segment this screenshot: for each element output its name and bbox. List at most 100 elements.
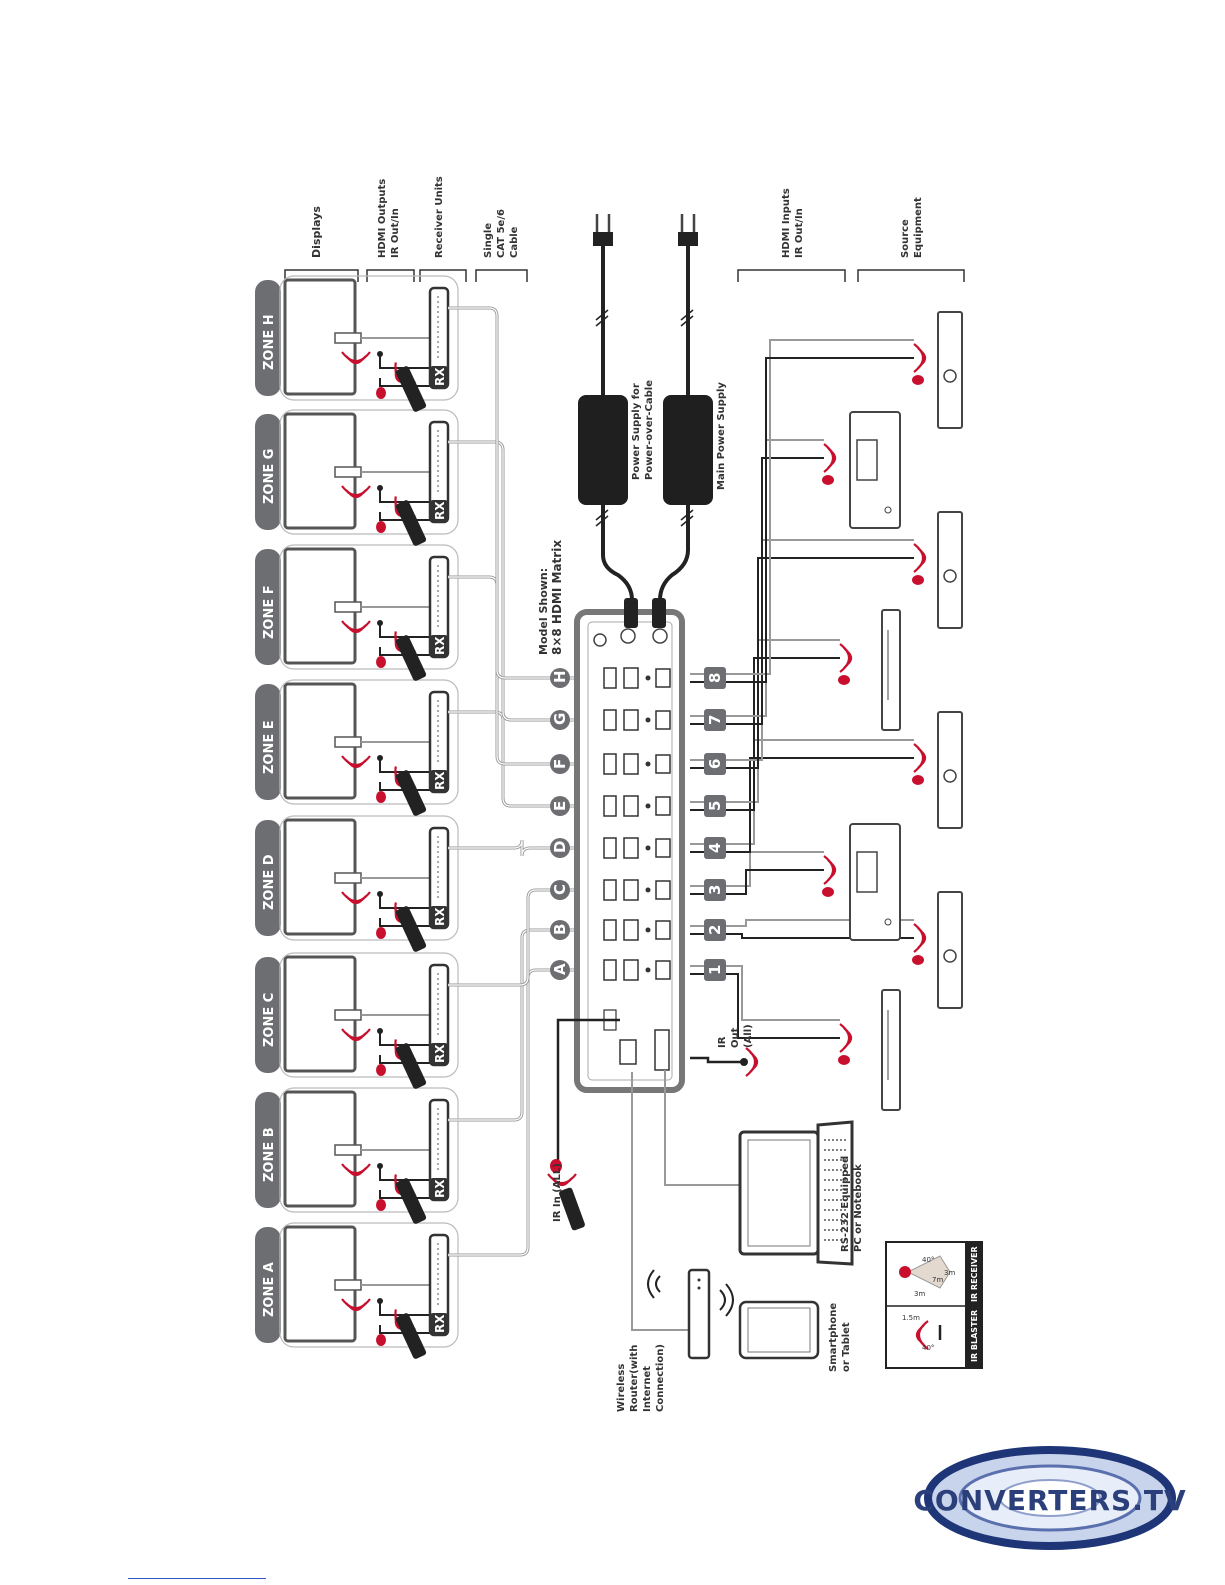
rx-label: RX xyxy=(433,367,447,386)
rx-label: RX xyxy=(433,1044,447,1063)
power-supply-poc xyxy=(578,214,634,601)
ir-blaster-legend-label: IR BLASTER xyxy=(970,1310,979,1362)
output-port-label: G xyxy=(551,713,569,725)
hdmi-port xyxy=(623,709,639,731)
ir-receiver-icon xyxy=(838,675,850,685)
output-port-label: B xyxy=(551,924,569,935)
cables-layer xyxy=(448,306,914,1257)
hdmi-outputs-label-1: HDMI Outputs xyxy=(377,179,388,258)
router-label-2: Router(with xyxy=(629,1345,640,1412)
input-port-label: 2 xyxy=(706,925,724,935)
receiver-distance-1: 3m xyxy=(944,1269,955,1277)
plug-icon xyxy=(624,598,638,628)
rj45-port xyxy=(603,795,617,817)
hdmi-port xyxy=(623,879,639,901)
rx-label: RX xyxy=(433,1314,447,1333)
ir-receiver-icon xyxy=(838,1055,850,1065)
phone-label-1: Smartphone xyxy=(828,1303,839,1372)
input-port-label: 3 xyxy=(706,885,724,895)
ir-receiver-icon xyxy=(376,927,386,939)
footer-link-underline xyxy=(128,1578,266,1579)
ir-receiver-icon xyxy=(822,475,834,485)
zone-label: ZONE C xyxy=(262,993,277,1047)
input-port-badge xyxy=(704,879,726,901)
ir-signal-icon xyxy=(822,442,837,474)
power-supply-main xyxy=(658,214,713,601)
cable-label-1: Single xyxy=(483,223,494,258)
plug-icon xyxy=(652,598,666,628)
source-device-icon xyxy=(937,711,963,829)
zone-label: ZONE F xyxy=(262,585,277,639)
remote-control-icon xyxy=(559,1187,585,1231)
power-adapter-icon xyxy=(578,395,628,505)
zone-d: ZONE DRX xyxy=(255,815,459,952)
input-port-badge xyxy=(704,919,726,941)
zone-c: ZONE C RX xyxy=(255,952,459,1089)
output-port-badge xyxy=(550,838,570,858)
phone-label-2: or Tablet xyxy=(841,1322,852,1372)
input-port-badge xyxy=(704,837,726,859)
matrix-ports xyxy=(603,667,671,981)
router-label-3: Internet xyxy=(642,1366,653,1412)
output-port-label: D xyxy=(551,841,569,853)
remote-control-icon xyxy=(395,1043,427,1089)
input-port-label: 7 xyxy=(706,715,724,725)
ir-receiver-icon xyxy=(550,1159,562,1173)
blaster-distance: 1.5m xyxy=(902,1314,920,1322)
rj45-port xyxy=(603,959,617,981)
ir-signal-icon xyxy=(838,642,853,674)
input-port-label: 6 xyxy=(706,759,724,769)
ir-receiver-icon xyxy=(912,375,924,385)
rx-label: RX xyxy=(433,771,447,790)
ir-signal-icon xyxy=(912,342,927,374)
rj45-port xyxy=(603,709,617,731)
source-device-icon xyxy=(937,511,963,629)
zone-label: ZONE H xyxy=(262,314,277,370)
model-name-label: 8×8 HDMI Matrix xyxy=(550,540,564,655)
input-port-badge xyxy=(704,667,726,689)
ir-receiver-icon xyxy=(376,656,386,668)
ir-legend: IR RECEIVER IR BLASTER 40° 3m 7m 3m 1.5m… xyxy=(885,1241,983,1369)
logo-text: CONVERTERS.TV xyxy=(913,1484,1187,1517)
output-port-badge xyxy=(550,880,570,900)
matrix-unit xyxy=(574,609,685,1093)
remote-control-icon xyxy=(395,366,427,412)
displays-label: Displays xyxy=(310,206,323,258)
zone-label: ZONE B xyxy=(262,1127,277,1182)
hdmi-port xyxy=(623,667,639,689)
source-device-icon xyxy=(849,411,901,529)
ir-out-label-1: IR xyxy=(717,1036,728,1048)
hdmi-outputs-label-2: IR Out/In xyxy=(390,208,401,258)
laptop-icon xyxy=(738,1120,854,1266)
zone-f: ZONE FRX xyxy=(255,544,459,681)
model-shown-label: Model Shown: xyxy=(537,568,550,655)
cable-label-3: Cable xyxy=(509,226,520,258)
zone-a: ZONE ARX xyxy=(255,1222,459,1359)
ir-receiver-icon xyxy=(376,1334,386,1346)
ir-receiver-legend-label: IR RECEIVER xyxy=(970,1246,979,1302)
blaster-angle: 40° xyxy=(922,1344,934,1352)
output-port-label: F xyxy=(551,759,569,769)
hdmi-inputs-label-2: IR Out/In xyxy=(794,208,805,258)
source-device-icon xyxy=(849,823,901,941)
rx-label: RX xyxy=(433,1179,447,1198)
main-psu-label: Main Power Supply xyxy=(716,382,727,490)
ir-signal-icon xyxy=(912,542,927,574)
input-port-label: 8 xyxy=(706,673,724,683)
power-adapter-icon xyxy=(663,395,713,505)
ir-signal-icon xyxy=(822,854,837,886)
source-label-1: Source xyxy=(900,219,911,258)
router-label-4: Connection) xyxy=(655,1344,666,1412)
hdmi-port xyxy=(623,837,639,859)
sources-layer xyxy=(822,311,963,1111)
ir-out-label-3: (All) xyxy=(743,1024,754,1048)
ir-receiver-icon xyxy=(376,1199,386,1211)
pc-label-1: RS-232 Equipped xyxy=(840,1156,851,1252)
cable-label-2: CAT 5e/6 xyxy=(496,209,507,258)
hdmi-port xyxy=(623,795,639,817)
output-port-label: A xyxy=(551,963,569,975)
remote-control-icon xyxy=(395,500,427,546)
